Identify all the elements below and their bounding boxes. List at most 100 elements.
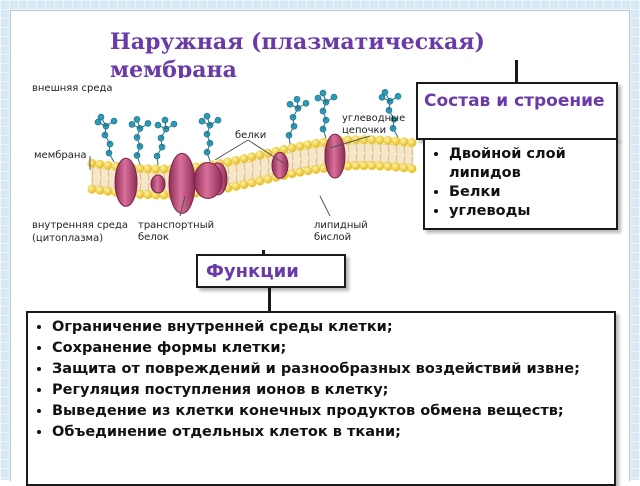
lipid-tail: [251, 160, 254, 169]
functions-list-box: Ограничение внутренней среды клетки; Сох…: [26, 311, 616, 486]
carb-bead: [154, 121, 162, 129]
lipid-head: [391, 136, 401, 146]
label-inner-env-2: (цитоплазма): [32, 233, 103, 244]
lipid-head: [103, 160, 113, 170]
lipid-tail: [387, 154, 390, 163]
lipid-tail: [403, 145, 406, 154]
lipid-head: [247, 178, 257, 188]
label-carbs-2: цепочки: [342, 125, 386, 136]
label-pointer-proteins: [214, 139, 249, 161]
lipid-tail: [355, 153, 358, 162]
function-item: Регуляция поступления ионов в клетку;: [52, 381, 608, 400]
lipid-tail: [299, 150, 302, 159]
lipid-tail: [363, 153, 366, 162]
lipid-tail: [139, 182, 142, 191]
carbohydrate-chain: [128, 116, 152, 165]
lipid-tail: [315, 157, 318, 166]
lipid-tail: [379, 153, 382, 163]
lipid-tail: [347, 144, 350, 153]
carb-bead: [214, 116, 222, 124]
carb-bead: [386, 97, 394, 105]
membrane-proteins: [114, 133, 346, 214]
lipid-head: [383, 135, 393, 145]
lipid-tail: [91, 177, 94, 186]
lipid-head: [343, 161, 353, 171]
lipid-tail: [267, 157, 270, 166]
carb-bead: [128, 121, 136, 128]
lipid-tail: [147, 182, 150, 191]
lipid-head: [143, 190, 153, 200]
lipid-head: [383, 161, 393, 171]
lipid-tail: [291, 161, 294, 170]
functions-heading: Функции: [206, 261, 299, 282]
lipid-head: [311, 164, 321, 174]
carb-bead: [110, 117, 118, 125]
lipid-head: [231, 181, 241, 191]
carb-bead: [302, 99, 310, 107]
lipid-head: [87, 158, 97, 168]
lipid-tail: [371, 143, 374, 152]
lipid-head: [143, 164, 153, 174]
lipid-tail: [411, 146, 414, 155]
membrane-protein: [168, 152, 196, 214]
lipid-tail: [371, 153, 374, 162]
label-proteins: белки: [235, 130, 266, 141]
label-pointer-proteins-2: [247, 139, 286, 165]
carb-bead: [198, 117, 206, 125]
lipid-head: [375, 135, 385, 145]
lipid-head: [159, 164, 169, 174]
carb-bead: [136, 143, 144, 150]
composition-item: Белки: [449, 183, 610, 202]
functions-list: Ограничение внутренней среды клетки; Сох…: [34, 318, 608, 442]
lipid-head: [359, 161, 369, 171]
function-item: Объединение отдельных клеток в ткани;: [52, 423, 608, 442]
carbohydrate-chain: [378, 88, 402, 138]
carb-bead: [378, 93, 386, 101]
lipid-tail: [235, 174, 238, 183]
lipid-head: [399, 137, 409, 147]
label-lipid-1: липидный: [314, 220, 368, 231]
lipid-head: [303, 166, 313, 176]
carbohydrate-chains: [94, 88, 402, 166]
membrane-protein: [271, 151, 289, 179]
carb-bead: [330, 93, 338, 101]
composition-heading: Состав и строение: [424, 91, 605, 111]
carb-bead: [314, 94, 322, 102]
lipid-head: [87, 184, 97, 194]
lipid-head: [223, 157, 233, 167]
label-transport-2: белок: [138, 232, 169, 243]
lipid-tail: [139, 172, 142, 181]
lipid-head: [295, 141, 305, 151]
carbohydrate-chain: [314, 89, 338, 139]
lipid-head: [367, 161, 377, 171]
connector-title-composition: [515, 60, 518, 84]
lipid-tail: [291, 151, 294, 160]
lipid-tail: [347, 154, 350, 163]
carbohydrate-chain: [198, 112, 222, 162]
lipid-head: [311, 138, 321, 148]
lipid-tail: [147, 172, 150, 181]
label-membrane: мембрана: [34, 150, 87, 161]
carb-bead: [133, 152, 141, 159]
carb-bead: [170, 120, 178, 128]
carb-bead: [381, 88, 389, 96]
carb-bead: [394, 92, 402, 100]
composition-item: углеводы: [449, 202, 610, 221]
lipid-head: [407, 164, 417, 174]
lipid-tail: [387, 144, 390, 153]
composition-item: Двойной слой липидов: [449, 145, 610, 183]
label-carbs-1: углеводные: [342, 113, 405, 124]
carb-bead: [322, 98, 330, 106]
composition-list: Двойной слой липидов Белки углеводы: [431, 145, 610, 221]
membrane-protein: [150, 174, 166, 194]
carb-bead: [94, 118, 102, 126]
lipid-head: [239, 154, 249, 164]
composition-heading-box: Состав и строение: [416, 82, 618, 140]
lipid-tail: [355, 143, 358, 152]
lipid-tail: [307, 158, 310, 167]
lipid-tail: [163, 172, 166, 182]
lipid-tail: [227, 165, 230, 175]
carb-bead: [97, 113, 105, 121]
slide-title: Наружная (плазматическая) мембрана: [110, 29, 485, 83]
lipid-head: [247, 152, 257, 162]
